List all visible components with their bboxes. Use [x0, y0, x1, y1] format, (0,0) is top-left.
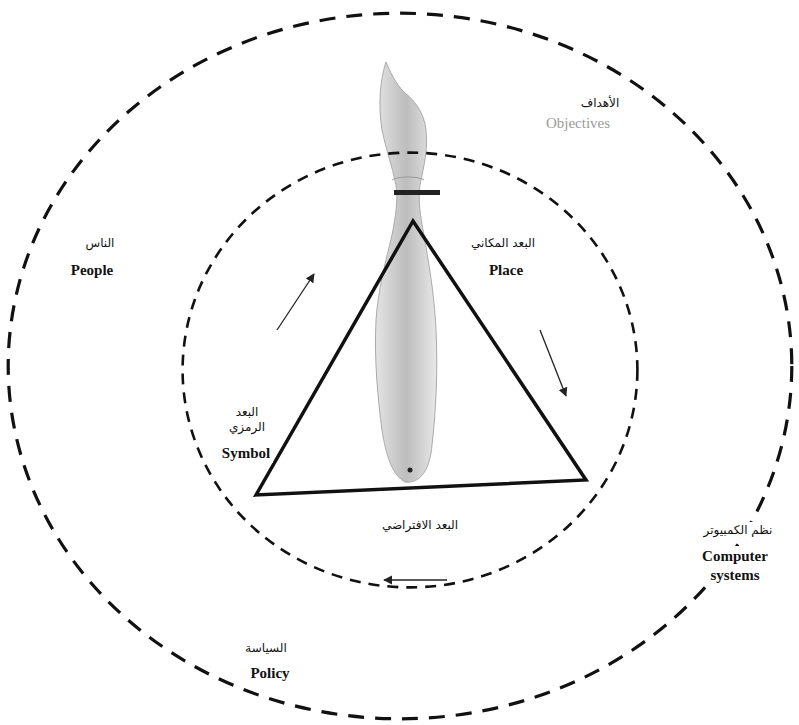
- dashed-ellipse: [5, 10, 795, 722]
- english-label: Objectives: [543, 113, 613, 134]
- arabic-label: البعد الرمزي: [219, 404, 275, 436]
- inner-dashed-circle: البعد المكاني Place البعد الرمزي Symbol البع…: [180, 150, 640, 590]
- arabic-label: نظم الكمبيوتر: [701, 522, 776, 539]
- outer-dashed-circle: الأهدافObjectives الناس People نظم الكمبيوت…: [5, 10, 795, 722]
- arabic-label: الناس: [83, 235, 118, 252]
- flow-arrow: [384, 579, 447, 580]
- english-label: Policy: [247, 663, 292, 684]
- english-label: People: [68, 260, 117, 281]
- arabic-label: البعد الافتراضي: [379, 517, 461, 534]
- dashed-ellipse-line: [8, 13, 792, 719]
- english-label: Place: [486, 260, 526, 281]
- triangle: [256, 221, 586, 495]
- arabic-label: السياسة: [242, 640, 289, 657]
- english-label: Symbol: [219, 443, 273, 464]
- arabic-label: الأهداف: [578, 95, 623, 112]
- figure-bar: [394, 190, 440, 195]
- dashed-ellipse-line: [183, 153, 638, 588]
- flow-arrow: [540, 330, 566, 396]
- figure-detail: [392, 177, 424, 180]
- figure-dot: [408, 468, 413, 473]
- arabic-label: البعد المكاني: [468, 235, 538, 252]
- english-label: Computer systems: [692, 546, 778, 586]
- flow-arrow: [277, 274, 314, 330]
